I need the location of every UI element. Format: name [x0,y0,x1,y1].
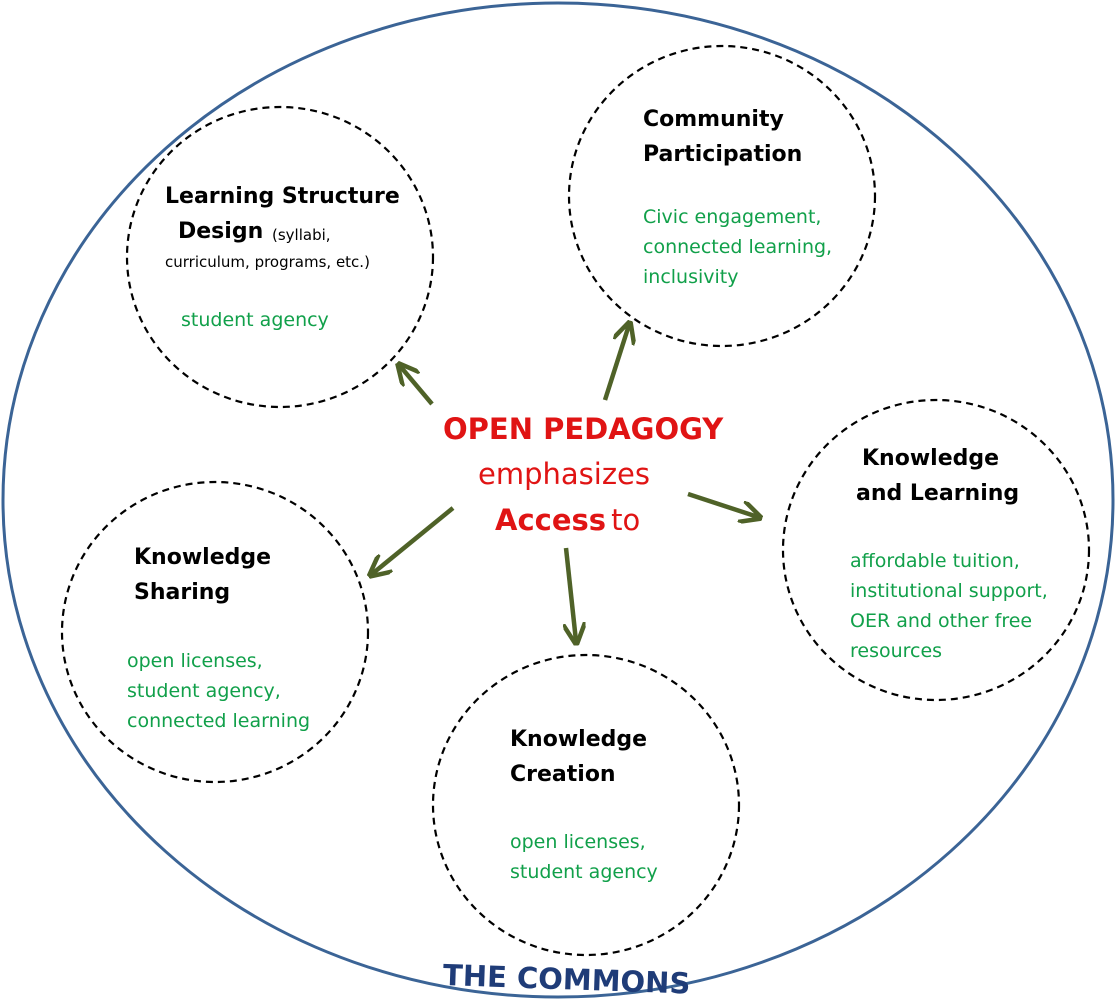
center-access-word: Access [495,503,607,537]
knowledge-sharing-detail-2: student agency, [127,680,281,702]
knowledge-learning-circle [781,398,1091,702]
center-title: OPEN PEDAGOGY [443,412,724,446]
knowledge-learning-detail-1: affordable tuition, [850,550,1020,572]
knowledge-learning-detail-2: institutional support, [850,580,1048,602]
arrow-to-knowledge-creation [566,547,576,641]
community-circle [567,44,877,348]
knowledge-learning-title-1: Knowledge [862,446,1000,471]
learning-structure-title-2: Design [178,219,264,244]
knowledge-creation-circle [431,653,741,957]
knowledge-creation-detail-1: open licenses, [510,831,646,853]
arrow-to-knowledge-sharing [372,506,455,574]
learning-structure-note-2: curriculum, programs, etc.) [165,253,370,271]
center-access-line: Access to [495,503,640,542]
community-detail-1: Civic engagement, [643,206,822,228]
community-title-1: Community [643,107,784,132]
arrow-to-community [602,325,629,401]
knowledge-learning-detail-3: OER and other free [850,610,1033,632]
knowledge-creation-title-2: Creation [510,762,616,787]
knowledge-learning-detail-4: resources [850,640,943,662]
community-detail-3: inclusivity [643,266,739,288]
arrow-to-knowledge-learning [687,491,758,517]
knowledge-sharing-circle [60,480,370,784]
community-detail-2: connected learning, [643,236,833,258]
learning-structure-note-1: (syllabi, [272,226,331,244]
knowledge-learning-title-2: and Learning [856,481,1020,506]
community-title-2: Participation [643,142,803,167]
knowledge-creation-detail-2: student agency [510,861,658,883]
knowledge-sharing-detail-3: connected learning [127,710,311,732]
knowledge-sharing-detail-1: open licenses, [127,650,263,672]
learning-structure-title-1: Learning Structure [165,184,400,209]
learning-structure-circle [125,105,435,409]
learning-structure-detail-1: student agency [181,309,329,331]
center-to-word: to [611,503,641,537]
knowledge-creation-title-1: Knowledge [510,727,648,752]
center-emphasizes: emphasizes [478,457,650,491]
knowledge-sharing-title-1: Knowledge [134,545,272,570]
arrow-to-learning-structure [400,366,434,406]
knowledge-sharing-title-2: Sharing [134,580,231,605]
